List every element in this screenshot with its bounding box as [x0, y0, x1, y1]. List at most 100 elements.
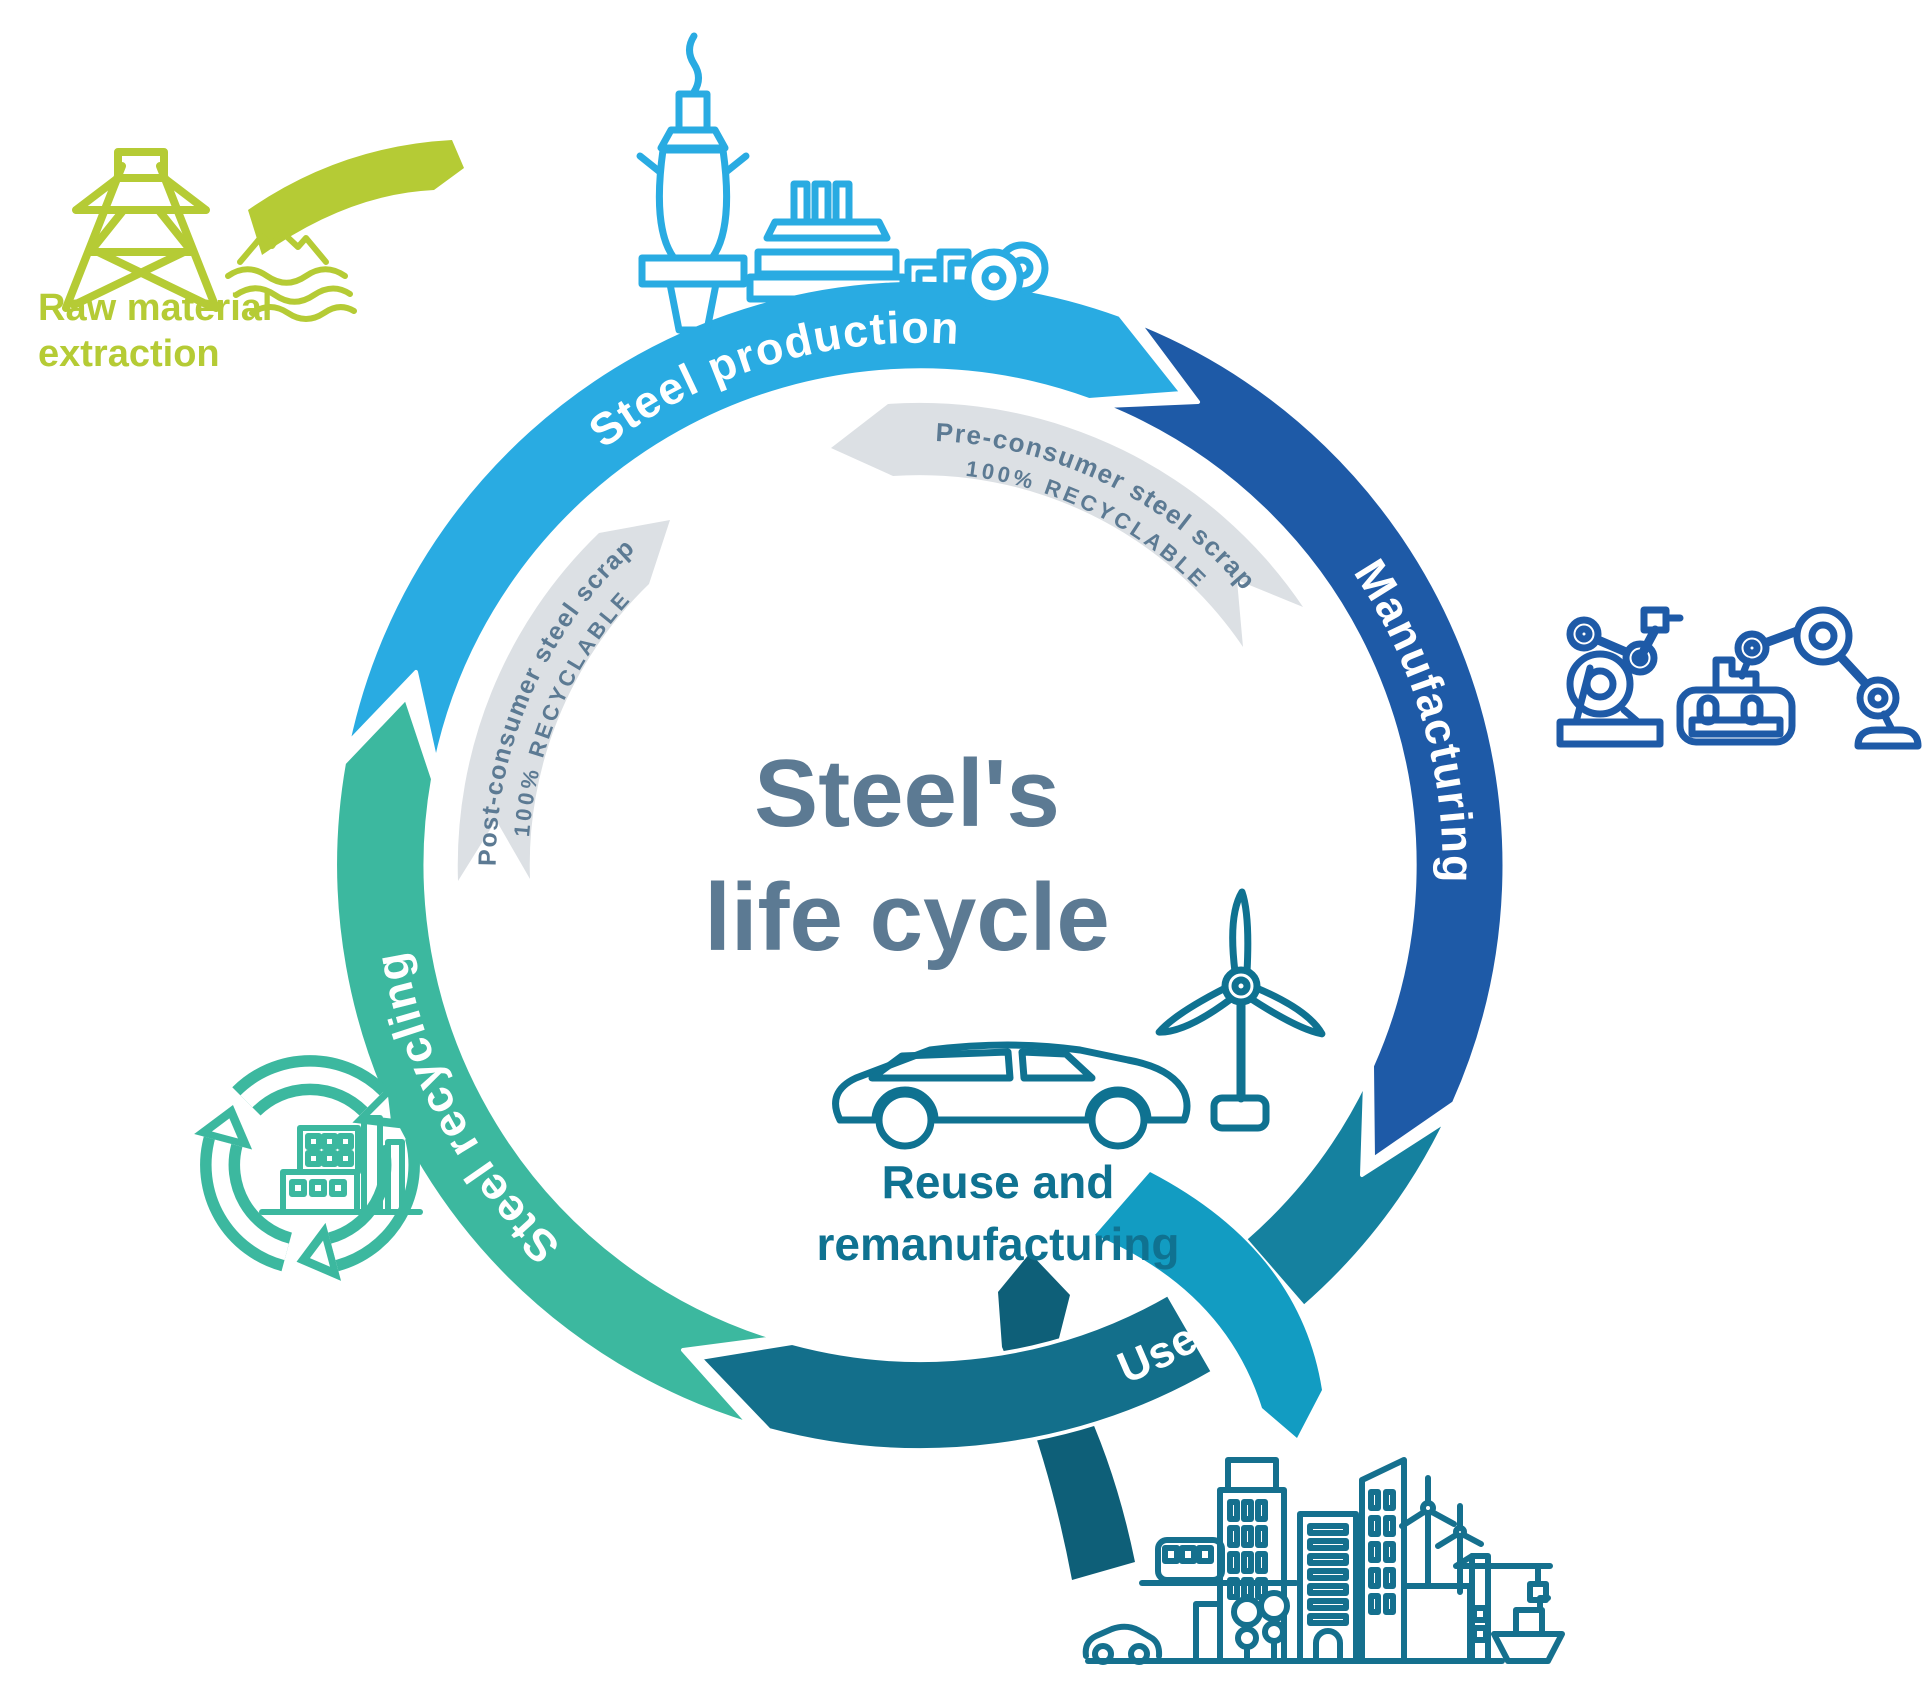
robot1-big-joint-core: [1583, 667, 1617, 701]
city-tram-window-1: [1162, 1545, 1180, 1564]
factory-window-8: [321, 1150, 338, 1167]
recycled-factory-icon: [259, 1115, 423, 1215]
robot2-bench-hole-1: [1696, 694, 1720, 726]
city-tree-2-top: [1258, 1590, 1290, 1622]
plant-mid-slab: [754, 248, 900, 278]
city-tram-window-3: [1196, 1545, 1214, 1564]
plant-chimney-1: [790, 180, 811, 226]
factory-chimney-2: [385, 1139, 405, 1215]
robot2-wrist: [1734, 630, 1770, 666]
car-body: [832, 1041, 1191, 1124]
city-building2-door: [1313, 1628, 1343, 1664]
robot1-forearm: [1635, 625, 1660, 663]
city-tree-1-top: [1231, 1596, 1263, 1628]
steel-beam-2: [936, 248, 972, 298]
segment-steel-production: [346, 277, 1184, 764]
mountains: [237, 229, 329, 265]
factory-tall-block: [297, 1125, 361, 1175]
furnace-trunnions: [636, 152, 750, 176]
furnace-collar: [638, 254, 748, 288]
robot2-shoulder-core: [1808, 621, 1838, 651]
factory-window-9: [337, 1150, 354, 1167]
plant-top-slab: [763, 218, 891, 242]
turbine-base: [1210, 1094, 1270, 1132]
factory-window-1: [289, 1179, 307, 1197]
wave-line-2: [233, 285, 353, 305]
factory-window-6: [337, 1133, 354, 1150]
robot1-tool: [1640, 606, 1670, 634]
factory-window-7: [305, 1150, 322, 1167]
raw-material-flow-arrow: [248, 140, 464, 255]
segment-use-upper: [1243, 1080, 1448, 1309]
furnace-body: [655, 146, 731, 262]
steel-coil-front: [964, 248, 1024, 308]
turbine-blade-2: [1246, 984, 1326, 1038]
city-building2-windows: [1307, 1523, 1349, 1626]
recycle-arrow-3: [194, 1104, 293, 1272]
plant-chimney-3: [832, 180, 853, 226]
segment-steel-recycling: [333, 696, 777, 1426]
wave-line-3: [249, 304, 357, 322]
robot2-workpiece: [1712, 656, 1760, 694]
furnace-smoke: [686, 32, 702, 96]
blast-furnace-plant-and-coils-icon: [636, 32, 1049, 334]
city-ship: [1491, 1595, 1565, 1664]
plant-base-slab: [746, 273, 907, 303]
city-small-car-wheel-1: [1092, 1643, 1114, 1665]
pylon-brace: [70, 248, 212, 309]
factory-window-2: [309, 1179, 327, 1197]
city-building1-roof: [1225, 1457, 1279, 1493]
robotic-arms-icon: [1556, 606, 1922, 750]
steel-beam-1: [904, 258, 940, 308]
raw-material-line-2: extraction: [38, 333, 220, 375]
turbine-hub: [1221, 966, 1261, 1006]
page-title: Steel's life cycle: [704, 740, 1110, 971]
wave-line-1: [225, 266, 348, 286]
city-building3-windows: [1368, 1489, 1396, 1615]
city-tree-1-bottom: [1235, 1626, 1259, 1650]
furnace-neck: [675, 90, 711, 134]
robot2-wrist-core: [1743, 639, 1761, 657]
city-building2: [1297, 1511, 1359, 1664]
city-wind-turbine-1: [1399, 1475, 1457, 1589]
furnace-flange: [657, 126, 729, 152]
plant-chimney-2: [811, 180, 832, 226]
city-building3: [1359, 1457, 1407, 1664]
reuse-line-2: remanufacturing: [817, 1218, 1180, 1270]
title-line-2: life cycle: [704, 864, 1110, 971]
pylon-crossarm-1: [72, 174, 210, 214]
car-and-wind-turbine-icon: [832, 888, 1326, 1150]
turbine-blade-1: [1229, 888, 1252, 976]
power-pylon-and-landscape-icon: [62, 148, 357, 322]
robot2-elbow-core: [1867, 687, 1889, 709]
city-skyline-icon: [1082, 1457, 1565, 1665]
city-annex: [1193, 1601, 1223, 1664]
robot2-elbow: [1856, 676, 1900, 720]
factory-window-3: [329, 1179, 347, 1197]
pylon-right-leg: [156, 162, 220, 312]
segment-manufacturing: [1103, 321, 1507, 1161]
city-crane: [1453, 1553, 1553, 1664]
use-to-city-arrow: [1095, 1172, 1322, 1438]
factory-window-5: [321, 1133, 338, 1150]
reuse-remanufacturing-label: Reuse and remanufacturing: [817, 1156, 1180, 1270]
car-rear-window: [1018, 1048, 1096, 1082]
city-tram-window-2: [1179, 1545, 1197, 1564]
robot2-bench-slot: [1688, 716, 1784, 738]
car-rear-wheel: [1088, 1090, 1148, 1150]
furnace-bucket: [666, 280, 720, 334]
robot2-bench-hole-2: [1740, 694, 1764, 726]
robot2-shoulder: [1793, 606, 1853, 666]
segment-use-lower: [698, 1292, 1215, 1453]
robot2-base: [1854, 726, 1922, 750]
pylon-left-leg: [62, 162, 126, 312]
steel-coil-front-core: [981, 265, 1007, 291]
factory-window-4: [305, 1133, 322, 1150]
robot1-base: [1556, 718, 1664, 748]
pre-consumer-ribbon-shape: [831, 402, 1303, 647]
car-front-wheel: [875, 1090, 935, 1150]
title-line-1: Steel's: [754, 740, 1060, 847]
turbine-hub-core: [1231, 976, 1251, 996]
pylon-top: [114, 148, 168, 182]
reuse-line-1: Reuse and: [882, 1156, 1115, 1208]
